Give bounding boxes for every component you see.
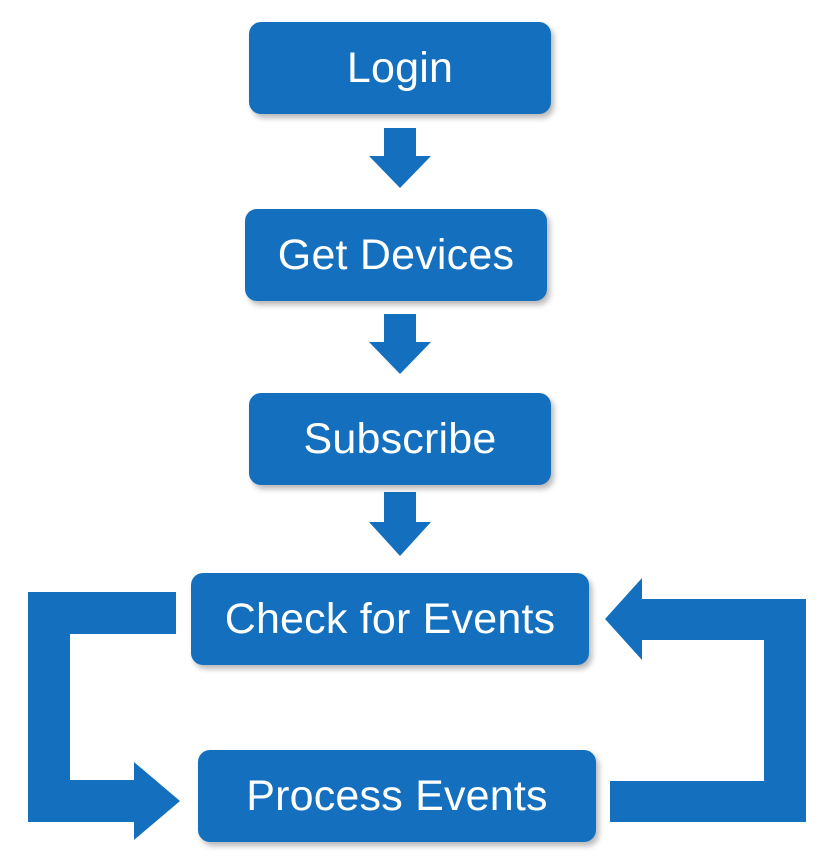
- step-login-label: Login: [346, 43, 454, 92]
- step-process-events: Process Events: [198, 750, 596, 842]
- arrow-loop-check-to-process: [28, 592, 180, 840]
- step-subscribe: Subscribe: [249, 393, 551, 485]
- arrow-loop-process-to-check: [605, 578, 806, 822]
- arrow-down-devices-to-subscribe: [369, 314, 431, 374]
- step-login: Login: [249, 22, 551, 114]
- step-subscribe-label: Subscribe: [303, 414, 497, 463]
- step-process-events-label: Process Events: [246, 771, 548, 820]
- arrow-down-subscribe-to-check: [369, 492, 431, 556]
- step-get-devices-label: Get Devices: [277, 230, 515, 279]
- step-check-for-events: Check for Events: [191, 573, 589, 665]
- step-get-devices: Get Devices: [245, 209, 547, 301]
- step-check-for-events-label: Check for Events: [224, 594, 556, 643]
- arrow-down-login-to-devices: [369, 128, 431, 188]
